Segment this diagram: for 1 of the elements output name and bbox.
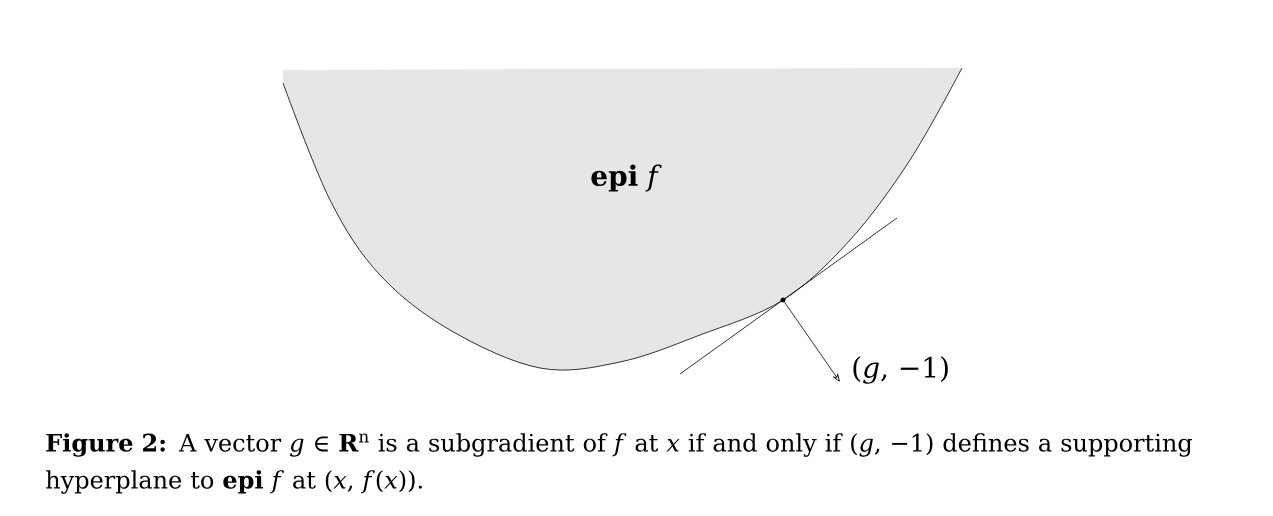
caption: Figure 2: A vector g ∈ R$^{n}$ is a subgradient of f at x if and only if (g, −1) defines a supporting hyperplane to epi f at (x, f(x)).: [46, 433, 1193, 494]
